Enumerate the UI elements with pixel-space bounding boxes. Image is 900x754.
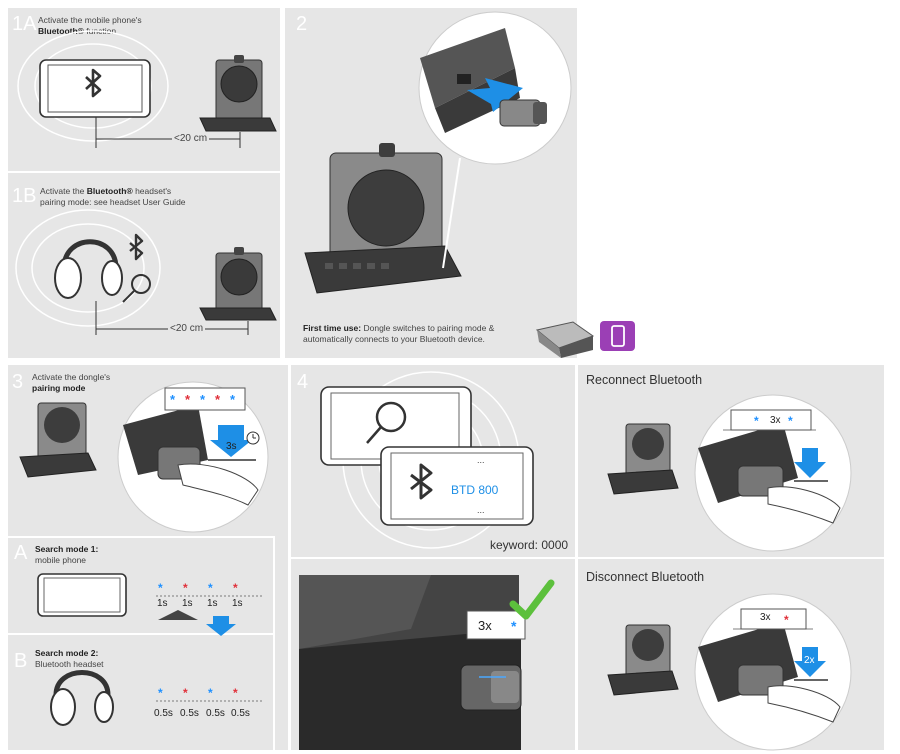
step-1b-pre: Activate the — [40, 186, 87, 196]
step-1b-illustration — [15, 209, 277, 335]
magnifier-icon — [122, 274, 151, 303]
disconnect-illustration: * — [607, 593, 852, 751]
svg-text:*: * — [233, 686, 238, 700]
step-number-2: 2 — [296, 13, 308, 35]
svg-text:*: * — [230, 392, 236, 407]
svg-text:*: * — [158, 686, 163, 700]
step-4-keyword: keyword: 0000 — [490, 538, 569, 552]
mode-a-subtitle: mobile phone — [35, 555, 87, 565]
arrow-icon — [794, 647, 826, 677]
step-2-caption-2: automatically connects to your Bluetooth… — [303, 334, 485, 344]
svg-text:*: * — [208, 581, 213, 595]
step-3-line1: Activate the dongle's — [32, 372, 111, 382]
svg-text:*: * — [754, 414, 759, 428]
divider-1a-1b — [8, 171, 280, 173]
disconnect-blink-count: 3x — [760, 612, 771, 623]
bluetooth-icon — [129, 233, 144, 261]
mode-b-title: Search mode 2: — [35, 648, 99, 658]
mode-b-interval-2: 0.5s — [180, 708, 199, 719]
divider-modes-right — [273, 536, 275, 750]
step-1b-post: headset's — [132, 186, 172, 196]
mode-b-interval-3: 0.5s — [206, 708, 225, 719]
step-number-1a: 1A — [12, 13, 37, 35]
step-number-3: 3 — [12, 371, 24, 393]
step-1b-text: Activate the Bluetooth® headset's pairin… — [40, 186, 186, 208]
step-1a-illustration — [17, 30, 277, 148]
step-3-text: Activate the dongle's pairing mode — [32, 372, 110, 394]
svg-text:*: * — [233, 581, 238, 595]
mode-b-text: Search mode 2: Bluetooth headset — [35, 648, 104, 670]
divider-3-modes — [8, 536, 274, 538]
mode-a-letter: A — [14, 542, 28, 564]
step-2-caption-1: Dongle switches to pairing mode & — [361, 323, 495, 333]
bluetooth-icon — [85, 68, 102, 98]
arrow-icon — [210, 425, 252, 457]
mode-b-illustration: * * * * — [50, 670, 263, 726]
svg-text:*: * — [208, 686, 213, 700]
magnifier-icon — [366, 401, 407, 444]
step-1a-distance: <20 cm — [172, 133, 210, 144]
step-3-hold-time: 3s — [226, 441, 237, 452]
step-4-blink-count: 3x — [478, 618, 492, 633]
mode-b-interval-1: 0.5s — [154, 708, 173, 719]
step-3-bold: pairing mode — [32, 383, 86, 393]
svg-text:*: * — [185, 392, 191, 407]
svg-text:*: * — [170, 392, 176, 407]
arrow-icon — [206, 616, 236, 636]
step-number-1b: 1B — [12, 185, 37, 207]
mode-a-interval-1: 1s — [157, 598, 168, 609]
check-icon — [509, 579, 555, 620]
mode-a-interval-2: 1s — [182, 598, 193, 609]
svg-text:...: ... — [477, 505, 485, 515]
mode-a-title: Search mode 1: — [35, 544, 99, 554]
svg-text:*: * — [158, 581, 163, 595]
disconnect-title: Disconnect Bluetooth — [586, 570, 705, 584]
dongle-image — [535, 321, 635, 358]
reconnect-illustration: * * — [607, 394, 852, 552]
step-1a-line1: Activate the mobile phone's — [38, 15, 142, 25]
step-2-illustration — [304, 11, 572, 294]
step-4-illustration: ... ... — [320, 371, 534, 549]
step-1b-distance: <20 cm — [168, 323, 206, 334]
step-1a-bold: Bluetooth® — [38, 26, 84, 36]
mode-b-interval-4: 0.5s — [231, 708, 250, 719]
divider-reconnect — [578, 557, 884, 559]
svg-text:*: * — [183, 686, 188, 700]
svg-text:*: * — [215, 392, 221, 407]
step-1b-bold: Bluetooth® — [86, 186, 133, 196]
bluetooth-icon — [410, 463, 433, 500]
svg-text:*: * — [784, 613, 789, 627]
step-4-dongle-zoom: * — [299, 575, 555, 750]
step-number-4: 4 — [297, 371, 309, 393]
step-1b-line2: pairing mode: see headset User Guide — [40, 197, 186, 207]
reconnect-title: Reconnect Bluetooth — [586, 373, 703, 387]
disconnect-press-count: 2x — [804, 655, 815, 666]
svg-text:...: ... — [477, 455, 485, 465]
svg-text:*: * — [511, 618, 517, 634]
clock-icon — [246, 431, 260, 445]
mode-a-interval-4: 1s — [232, 598, 243, 609]
step-3-illustration: * * * * * — [19, 381, 269, 533]
mode-a-illustration: * * * * — [37, 573, 263, 636]
svg-text:*: * — [200, 392, 206, 407]
step-4-device-name: BTD 800 — [451, 483, 499, 497]
arrow-icon — [794, 448, 826, 478]
mode-a-interval-3: 1s — [207, 598, 218, 609]
phone-badge-icon — [600, 321, 635, 351]
mode-b-subtitle: Bluetooth headset — [35, 659, 104, 669]
divider-modes-ab — [8, 633, 274, 635]
divider-4 — [291, 557, 575, 559]
arrow-icon — [467, 78, 523, 112]
step-2-caption-bold: First time use: — [303, 323, 362, 333]
svg-text:*: * — [183, 581, 188, 595]
step-2-caption: First time use: Dongle switches to pairi… — [303, 323, 494, 345]
reconnect-blink-count: 3x — [770, 415, 781, 426]
mode-a-text: Search mode 1: mobile phone — [35, 544, 98, 566]
svg-text:*: * — [788, 414, 793, 428]
mode-b-letter: B — [14, 650, 28, 672]
